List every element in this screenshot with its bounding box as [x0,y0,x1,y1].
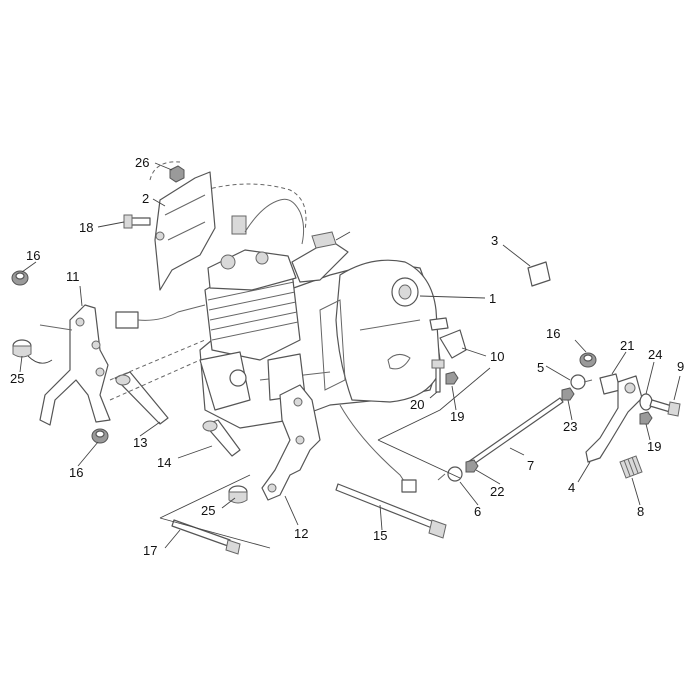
callout-20: 20 [410,397,424,412]
callout-17: 17 [143,543,157,558]
part-rod-7 [467,397,564,467]
part-nut-23 [561,387,575,401]
part-bolt-17 [171,519,241,555]
part-spacer-21 [599,373,621,395]
part-bolt-15 [335,483,447,539]
part-link-14 [202,419,241,457]
callout-3: 3 [491,233,498,248]
part-cowl [154,171,216,291]
callout-16-c: 16 [546,326,560,341]
callout-24: 24 [648,347,662,362]
callouts: 1 2 3 4 5 6 7 8 9 10 11 12 13 14 15 16 1… [10,155,684,558]
part-link-13 [114,371,169,425]
callout-13: 13 [133,435,147,450]
callout-18: 18 [79,220,93,235]
callout-2: 2 [142,191,149,206]
callout-14: 14 [157,455,171,470]
part-grip-8 [619,455,643,479]
callout-1: 1 [489,291,496,306]
callout-6: 6 [474,504,481,519]
callout-19-b: 19 [647,439,661,454]
part-bushing-16-c [579,352,597,368]
callout-4: 4 [568,480,575,495]
part-nut-19-b [639,411,653,425]
part-bracket-12 [261,384,321,501]
part-bushing-16-b [91,428,109,444]
callout-7: 7 [527,458,534,473]
part-bracket-11 [39,304,111,426]
part-balljoint-5 [570,374,593,390]
callout-5: 5 [537,360,544,375]
leader-lines [19,162,681,549]
part-bushing-25-a [12,339,32,358]
callout-19-a: 19 [450,409,464,424]
part-nut-26 [169,165,185,183]
callout-25-b: 25 [201,503,215,518]
callout-10: 10 [490,349,504,364]
callout-23: 23 [563,419,577,434]
callout-16-b: 16 [69,465,83,480]
callout-15: 15 [373,528,387,543]
part-nut-22 [465,459,479,473]
part-washer-24 [639,393,653,411]
part-plate-3 [527,261,551,287]
callout-11: 11 [66,269,80,284]
callout-12: 12 [294,526,308,541]
engine-assembly [115,161,449,493]
callout-9: 9 [677,359,684,374]
part-bracket-10 [439,329,467,359]
part-screw-18 [123,214,151,229]
part-bolt-9 [649,399,681,417]
callout-22: 22 [490,484,504,499]
callout-21: 21 [620,338,634,353]
callout-25-a: 25 [10,371,24,386]
callout-16-a: 16 [26,248,40,263]
part-lever-4 [585,375,643,463]
part-bushing-16-a [11,270,29,286]
part-screw-20 [431,359,445,393]
part-nut-19-a [445,371,459,385]
callout-26: 26 [135,155,149,170]
callout-8: 8 [637,504,644,519]
part-bushing-25-b [228,485,248,504]
